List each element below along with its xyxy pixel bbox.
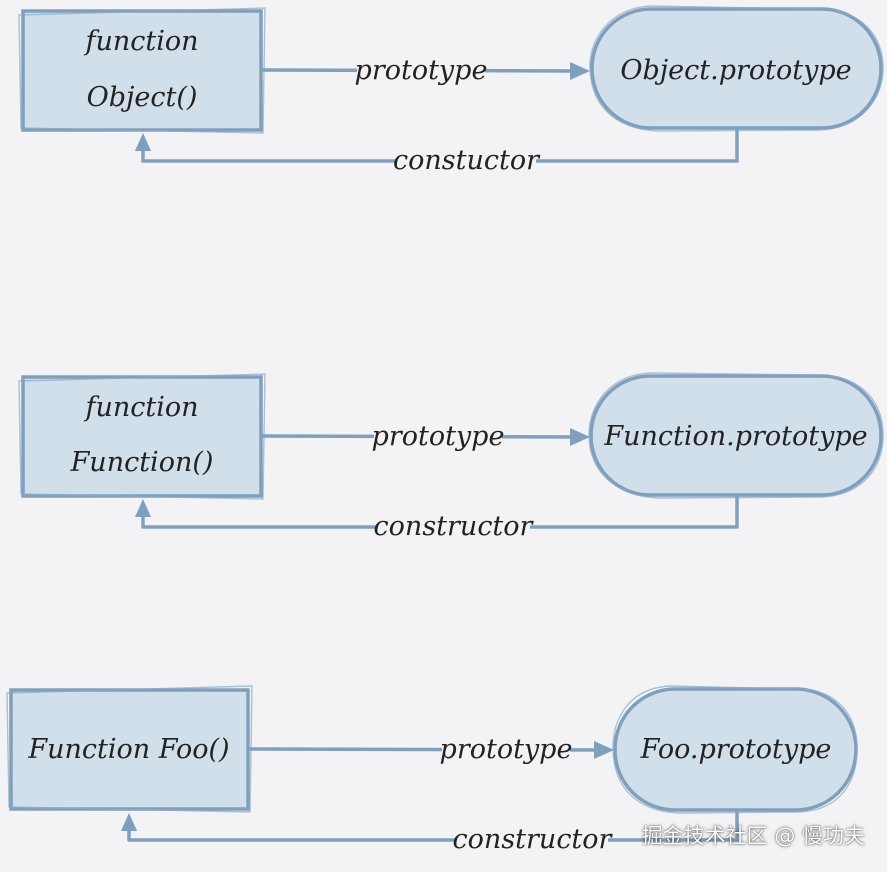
foo-constructor-edge-label: constructor [453,824,614,855]
object-constructor-line1: function [83,26,198,57]
foo-prototype-node [613,687,858,812]
foo-prototype-label: Foo.prototype [640,734,832,765]
object-constructor-line2: Object() [87,82,198,113]
function-constructor-line2: Function() [70,447,214,478]
object-constructor-box [21,9,263,132]
foo-constructor-arrowhead [121,813,137,831]
foo-prototype-arrowhead [594,741,614,759]
foo-prototype-edge-label: prototype [440,734,573,765]
function-prototype-label: Function.prototype [603,421,867,452]
function-row: function Function() Function.prototype p… [18,372,884,543]
function-constructor-box [21,375,263,498]
foo-constructor-box [9,688,250,811]
function-prototype-arrowhead [570,428,590,446]
function-constructor-arrowhead [135,499,151,517]
object-prototype-label: Object.prototype [620,55,851,86]
function-constructor-line1: function [83,392,198,423]
object-prototype-edge-label: prototype [355,55,488,86]
function-prototype-edge-label: prototype [372,421,505,452]
function-prototype-node [589,374,883,497]
foo-row: Function Foo() Foo.prototype prototype c… [6,685,858,856]
function-constructor-edge-label: constructor [374,511,535,542]
object-prototype-node [590,7,883,130]
watermark: 掘金技术社区 @ 慢功夫 [641,824,865,848]
object-row: function Object() Object.prototype proto… [18,5,884,177]
object-constructor-arrowhead [135,133,151,151]
foo-constructor-label: Function Foo() [27,734,229,765]
foo-constructor-edge [127,810,739,842]
object-constructor-edge-label: constuctor [393,145,541,176]
object-prototype-arrowhead [570,62,590,80]
